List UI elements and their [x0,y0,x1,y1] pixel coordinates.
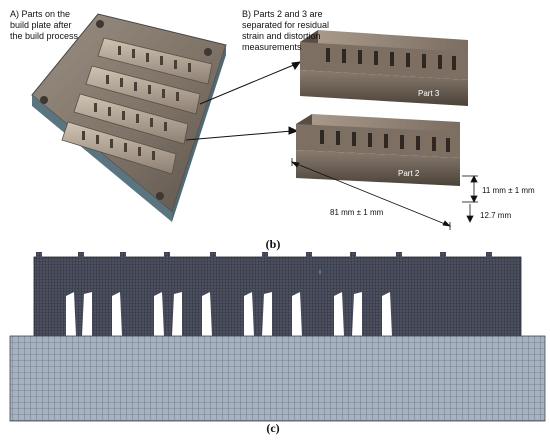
height-dimension-label: 11 mm ± 1 mm [482,186,535,195]
part-2-label: Part 2 [398,169,420,178]
figure-b-photo-panel: A) Parts on the build plate after the bu… [10,9,535,251]
part-3-photo [300,30,468,106]
figure-c-mesh-panel: (c) [0,252,550,440]
part-2-photo [296,114,460,186]
label-a-text: A) Parts on the build plate after the bu… [10,9,100,42]
dimension-lines [290,158,478,230]
part-3-label: Part 3 [418,89,440,98]
width-dimension-label: 12.7 mm [480,211,512,220]
part-mesh [33,252,522,337]
label-b-line-4: measurements [242,42,302,52]
label-b-line-3: strain and distortion [242,31,321,41]
length-dimension-label: 81 mm ± 1 mm [330,208,384,217]
base-mesh [9,335,546,422]
label-b-text: B) Parts 2 and 3 are separated for resid… [242,9,357,53]
label-a-line-2: build plate after [10,20,72,30]
caption-b: (b) [265,237,281,251]
label-b-line-1: B) Parts 2 and 3 are [242,9,323,19]
label-b-line-2: separated for residual [242,20,330,30]
label-a-line-1: A) Parts on the [10,9,71,19]
figure-b-illustration [31,13,478,230]
plate-parts [61,37,213,175]
caption-c: (c) [266,421,280,435]
figure-c-mesh-illustration [9,252,546,422]
label-a-line-3: the build process [10,31,79,41]
pointer-arrows [185,61,302,141]
mesh-slots [66,292,392,336]
